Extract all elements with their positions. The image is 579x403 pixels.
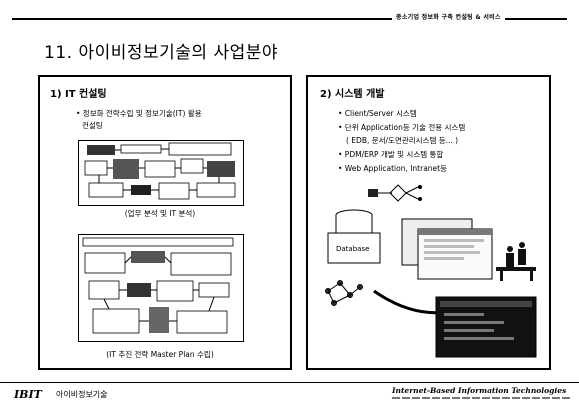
header-rule <box>12 18 567 20</box>
bullet-item: • Client/Server 시스템 <box>338 109 417 118</box>
it-consulting-panel: 1) IT 컨설팅 • 정보화 전략수립 및 정보기술(IT) 활용 컨설팅 (… <box>38 75 292 370</box>
header-caption: 중소기업 정보화 구축 컨설팅 & 서비스 <box>392 12 505 21</box>
system-illustration: Database <box>325 184 537 358</box>
analysis-flow-graphic <box>84 142 236 200</box>
computer-icon <box>368 189 378 197</box>
system-development-panel: 2) 시스템 개발 • Client/Server 시스템 • 단위 Appli… <box>306 75 551 370</box>
master-plan-diagram <box>78 234 244 342</box>
bullet-item: • 정보화 전략수립 및 정보기술(IT) 활용 <box>76 109 202 118</box>
panel-title: 2) 시스템 개발 <box>320 89 385 100</box>
brand-logo: IBIT <box>14 388 42 401</box>
master-plan-graphic <box>82 237 234 334</box>
panel-title: 1) IT 컨설팅 <box>50 89 107 100</box>
bullet-item: ( EDB, 문서/도면관리시스템 등... ) <box>346 136 459 145</box>
database-label: Database <box>336 245 369 253</box>
footer-rule <box>0 382 579 383</box>
bullet-item: • 단위 Application등 기술 전용 시스템 <box>338 123 466 132</box>
slide-title: 11. 아이비정보기술의 사업분야 <box>44 43 279 63</box>
diagram-caption: (업무 분석 및 IT 분석) <box>124 209 196 218</box>
business-analysis-diagram <box>78 140 244 206</box>
company-name: 아이비정보기술 <box>56 390 108 399</box>
diagram-caption: (IT 추진 전략 Master Plan 수립) <box>106 350 214 359</box>
footer-decoration <box>392 397 572 399</box>
tagline: Internet-Based Information Technologies <box>392 386 567 395</box>
bullet-item: • PDM/ERP 개발 및 시스템 통합 <box>338 150 444 159</box>
bullet-item: • Web Application, Intranet등 <box>338 164 448 173</box>
bullet-item: 컨설팅 <box>82 121 103 130</box>
